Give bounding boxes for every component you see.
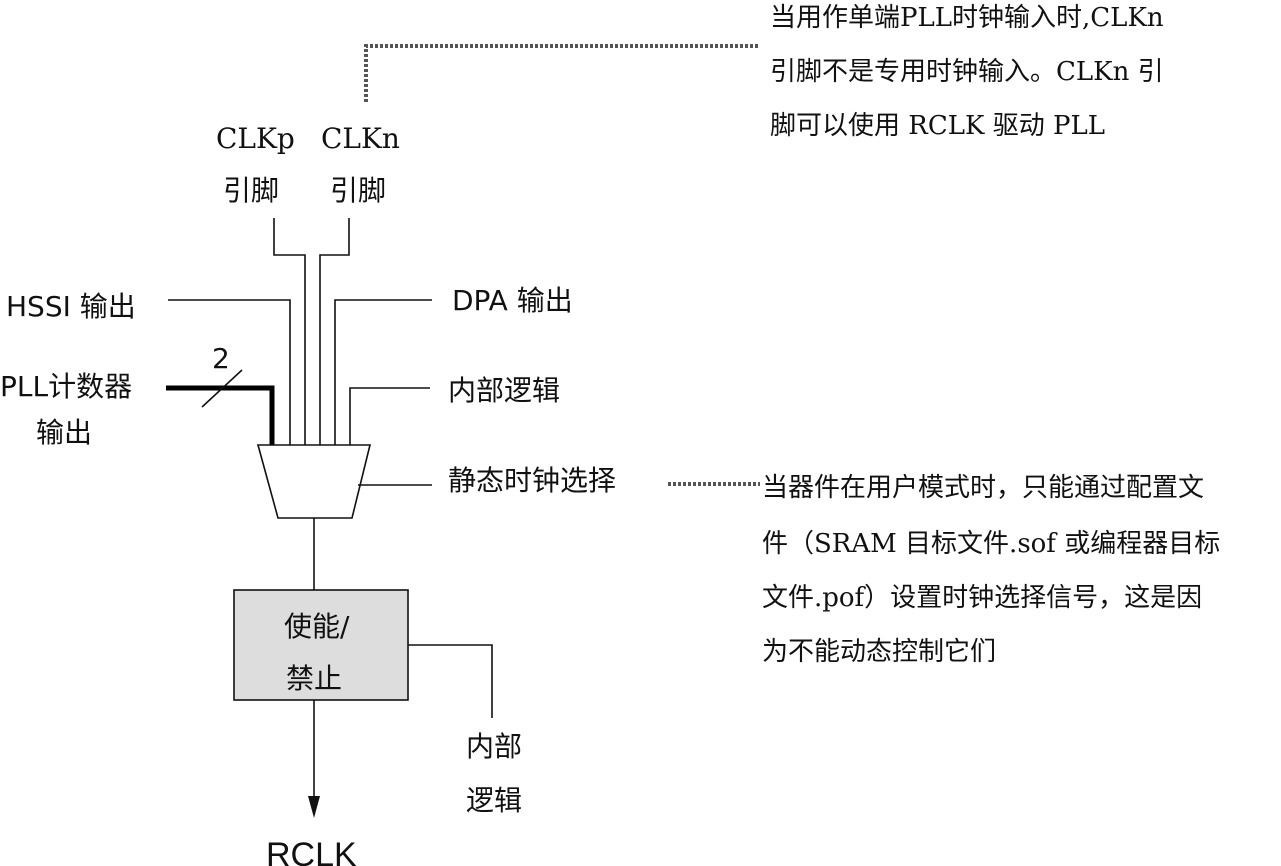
enable-disable-label-line-2: 禁止 bbox=[286, 662, 342, 695]
hssi-output-label: HSSI 输出 bbox=[6, 290, 136, 323]
select-note-line-4: 为不能动态控制它们 bbox=[762, 637, 996, 667]
bus-width-slash bbox=[201, 369, 243, 408]
clkn-note-line-3: 脚可以使用 RCLK 驱动 PLL bbox=[770, 111, 1105, 141]
clkn-pin-label: 引脚 bbox=[330, 174, 386, 207]
pll-counter-label-line-2: 输出 bbox=[36, 416, 92, 449]
internal-logic-top-wire bbox=[349, 387, 430, 445]
dpa-wire bbox=[334, 299, 432, 445]
clkn-wire bbox=[319, 218, 350, 445]
select-note-line-1: 当器件在用户模式时，只能通过配置文 bbox=[762, 473, 1204, 503]
enable-control-label-line-2: 逻辑 bbox=[466, 784, 522, 817]
clkp-pin-label: 引脚 bbox=[223, 174, 279, 207]
internal-logic-top-label: 内部逻辑 bbox=[448, 374, 560, 407]
bus-width-label: 2 bbox=[212, 342, 230, 375]
hssi-wire bbox=[168, 299, 291, 445]
enable-disable-label-line-1: 使能/ bbox=[284, 610, 350, 643]
static-clock-select-label: 静态时钟选择 bbox=[448, 464, 616, 497]
clkn-note-line-1: 当用作单端PLL时钟输入时,CLKn bbox=[770, 3, 1164, 33]
clkn-note-leader bbox=[364, 44, 760, 102]
clkn-label: CLKn bbox=[321, 122, 400, 155]
enable-control-wire bbox=[408, 644, 493, 718]
enable-disable-block bbox=[233, 589, 409, 701]
clkp-wire bbox=[273, 218, 306, 445]
clkn-note-line-2: 引脚不是专用时钟输入。CLKn 引 bbox=[770, 57, 1164, 87]
rclk-label: RCLK bbox=[266, 836, 357, 866]
clkp-label: CLKp bbox=[216, 122, 295, 155]
rclk-arrow-head bbox=[308, 796, 320, 818]
select-note-line-2: 件（SRAM 目标文件.sof 或编程器目标 bbox=[762, 529, 1220, 559]
enable-control-label-line-1: 内部 bbox=[466, 730, 522, 763]
select-note-line-3: 文件.pof）设置时钟选择信号，这是因 bbox=[762, 583, 1202, 613]
pll-counter-label-line-1: PLL计数器 bbox=[0, 370, 132, 403]
pll-counter-bus bbox=[166, 385, 275, 445]
clock-multiplexer bbox=[256, 444, 372, 519]
dpa-output-label: DPA 输出 bbox=[452, 284, 573, 317]
